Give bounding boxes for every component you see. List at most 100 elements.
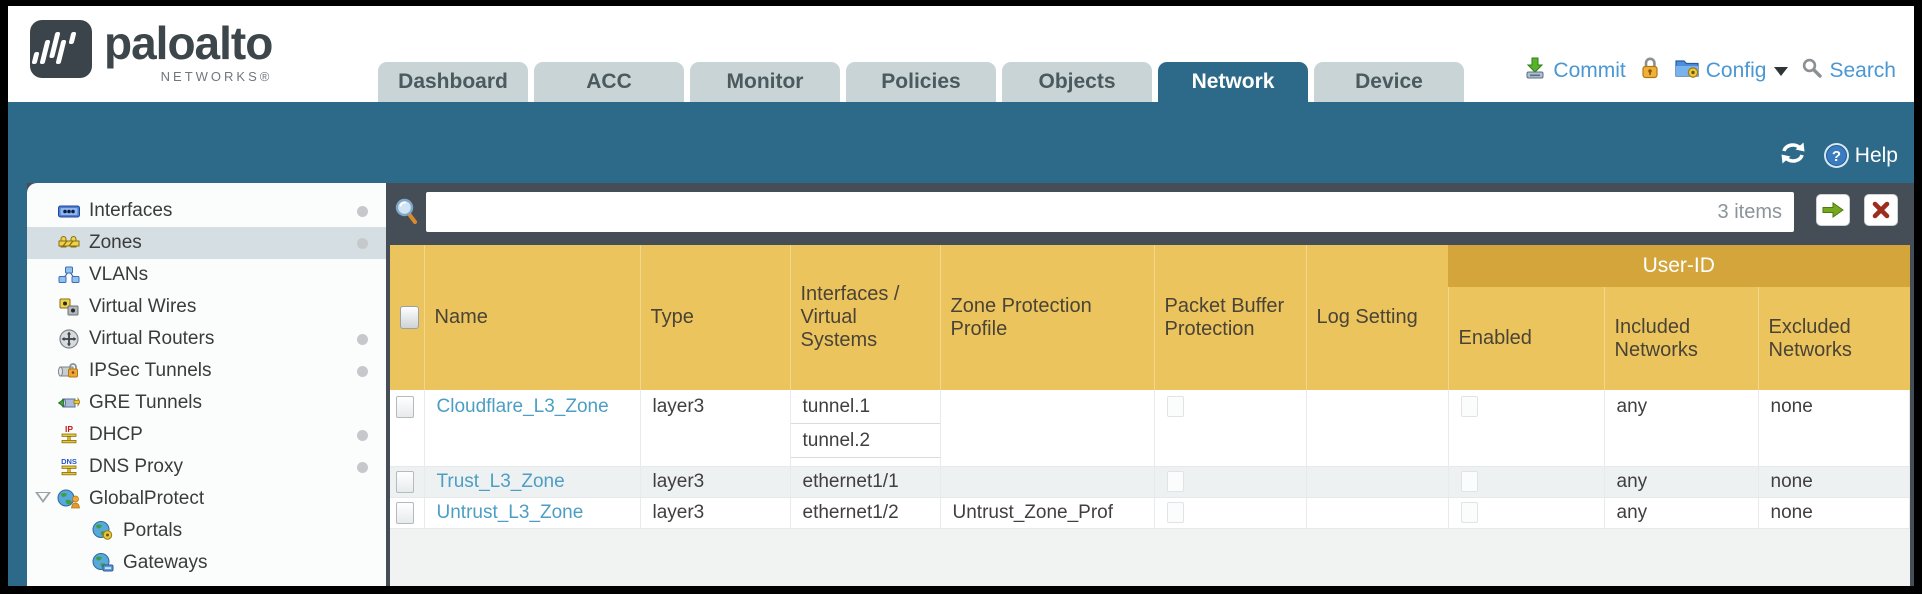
- tab-acc[interactable]: ACC: [534, 62, 684, 102]
- virtual-wires-icon: [57, 296, 81, 318]
- sidebar-item-dhcp[interactable]: IP DHCP: [27, 419, 386, 451]
- refresh-icon[interactable]: [1779, 140, 1807, 171]
- zone-protection-profile: [940, 390, 1155, 467]
- zones-content: 3 items: [386, 183, 1914, 586]
- column-header-type[interactable]: Type: [639, 245, 790, 390]
- sidebar-item-portals[interactable]: Portals: [27, 515, 386, 547]
- virtual-routers-icon: [57, 328, 81, 350]
- sidebar-item-dns-proxy[interactable]: DNS DNS Proxy: [27, 451, 386, 483]
- column-header-zone-protection[interactable]: Zone Protection Profile: [939, 245, 1154, 390]
- column-group-user-id: User-ID: [1448, 245, 1910, 287]
- config-label: Config: [1705, 59, 1767, 82]
- green-arrow-icon: [1822, 202, 1844, 218]
- column-header-interfaces[interactable]: Interfaces / Virtual Systems: [789, 245, 940, 390]
- brand-name: paloalto: [104, 17, 273, 69]
- expand-caret-icon[interactable]: [35, 492, 51, 503]
- packet-buffer-checkbox[interactable]: [1166, 396, 1184, 417]
- help-label: Help: [1854, 143, 1898, 167]
- select-all-checkbox[interactable]: [400, 306, 419, 329]
- packet-buffer-checkbox[interactable]: [1166, 502, 1184, 523]
- row-checkbox[interactable]: [396, 396, 414, 418]
- column-header-enabled[interactable]: Enabled: [1447, 287, 1604, 390]
- table-row: Trust_L3_Zone layer3 ethernet1/1 any non…: [390, 466, 1910, 498]
- included-networks: any: [1604, 390, 1759, 467]
- zone-protection-profile: Untrust_Zone_Prof: [940, 497, 1155, 529]
- tab-dashboard[interactable]: Dashboard: [378, 62, 528, 102]
- tab-objects[interactable]: Objects: [1002, 62, 1152, 102]
- sidebar-item-vlans[interactable]: VLANs: [27, 259, 386, 291]
- svg-text:IP: IP: [65, 424, 73, 434]
- interface-entry[interactable]: tunnel.2: [790, 424, 940, 458]
- tab-device[interactable]: Device: [1314, 62, 1464, 102]
- sidebar-item-virtual-routers[interactable]: Virtual Routers: [27, 323, 386, 355]
- config-menu-button[interactable]: Config: [1674, 57, 1789, 85]
- sidebar-item-label: Portals: [123, 520, 183, 541]
- help-button[interactable]: ? Help: [1823, 142, 1898, 169]
- zone-name-link[interactable]: Cloudflare_L3_Zone: [436, 396, 609, 417]
- sidebar-item-label: GlobalProtect: [89, 488, 205, 509]
- brand-subtitle: NETWORKS®: [160, 69, 273, 84]
- ipsec-tunnels-icon: [57, 360, 81, 382]
- table-row: Untrust_L3_Zone layer3 ethernet1/2 Untru…: [390, 497, 1910, 529]
- change-indicator-dot: [357, 334, 368, 345]
- zone-type: layer3: [640, 497, 791, 529]
- clear-filter-button[interactable]: [1864, 194, 1898, 226]
- column-header-excluded-networks[interactable]: Excluded Networks: [1757, 287, 1910, 390]
- log-setting: [1306, 497, 1449, 529]
- paloalto-logo-icon: [30, 20, 92, 78]
- interface-entry[interactable]: tunnel.1: [790, 390, 940, 424]
- change-indicator-dot: [357, 206, 368, 217]
- sidebar-item-label: Interfaces: [89, 200, 173, 221]
- left-margin: [8, 183, 27, 586]
- user-id-enabled-checkbox[interactable]: [1460, 502, 1478, 523]
- column-header-log-setting[interactable]: Log Setting: [1305, 245, 1448, 390]
- sidebar-item-label: Virtual Routers: [89, 328, 215, 349]
- portals-icon: [91, 520, 115, 542]
- globalprotect-icon: [57, 488, 81, 510]
- filter-input-field: 3 items: [426, 192, 1794, 232]
- sidebar-item-globalprotect[interactable]: GlobalProtect: [27, 483, 386, 515]
- config-caret-icon: [1774, 66, 1789, 76]
- column-header-name[interactable]: Name: [423, 245, 640, 390]
- dhcp-icon: IP: [57, 424, 81, 446]
- user-id-enabled-checkbox[interactable]: [1460, 471, 1478, 492]
- sidebar-item-gre-tunnels[interactable]: GRE Tunnels: [27, 387, 386, 419]
- interface-entry[interactable]: ethernet1/2: [790, 497, 941, 529]
- tab-network[interactable]: Network: [1158, 62, 1308, 102]
- change-indicator-dot: [357, 462, 368, 473]
- dns-proxy-icon: DNS: [57, 456, 81, 478]
- change-indicator-dot: [357, 238, 368, 249]
- column-header-packet-buffer[interactable]: Packet Buffer Protection: [1153, 245, 1306, 390]
- tab-policies[interactable]: Policies: [846, 62, 996, 102]
- sidebar-item-virtual-wires[interactable]: Virtual Wires: [27, 291, 386, 323]
- config-icon: [1674, 57, 1700, 85]
- sidebar-item-zones[interactable]: Zones: [27, 227, 386, 259]
- gateways-icon: [91, 552, 115, 574]
- sidebar-item-interfaces[interactable]: Interfaces: [27, 195, 386, 227]
- svg-text:DNS: DNS: [61, 457, 77, 466]
- filter-input[interactable]: [438, 200, 1718, 224]
- apply-filter-button[interactable]: [1816, 194, 1850, 226]
- zone-name-link[interactable]: Trust_L3_Zone: [436, 470, 565, 492]
- row-checkbox[interactable]: [396, 470, 414, 493]
- lock-button[interactable]: [1639, 56, 1661, 86]
- commit-label: Commit: [1553, 59, 1626, 82]
- interface-entry[interactable]: ethernet1/1: [790, 466, 941, 498]
- sidebar-item-gateways[interactable]: Gateways: [27, 547, 386, 579]
- row-checkbox[interactable]: [396, 501, 414, 524]
- sidebar-item-label: VLANs: [89, 264, 149, 285]
- select-all-header: [390, 245, 424, 390]
- zone-protection-profile: [940, 466, 1155, 498]
- sidebar-item-ipsec-tunnels[interactable]: IPSec Tunnels: [27, 355, 386, 387]
- main-nav-tabs: Dashboard ACC Monitor Policies Objects N…: [378, 62, 1464, 102]
- tab-monitor[interactable]: Monitor: [690, 62, 840, 102]
- user-id-enabled-checkbox[interactable]: [1460, 396, 1478, 417]
- zone-name-link[interactable]: Untrust_L3_Zone: [436, 501, 584, 523]
- excluded-networks: none: [1758, 390, 1910, 467]
- commit-button[interactable]: Commit: [1523, 56, 1626, 86]
- search-button[interactable]: Search: [1801, 57, 1896, 85]
- packet-buffer-checkbox[interactable]: [1166, 471, 1184, 492]
- column-header-included-networks[interactable]: Included Networks: [1603, 287, 1758, 390]
- sidebar-item-label: DNS Proxy: [89, 456, 183, 477]
